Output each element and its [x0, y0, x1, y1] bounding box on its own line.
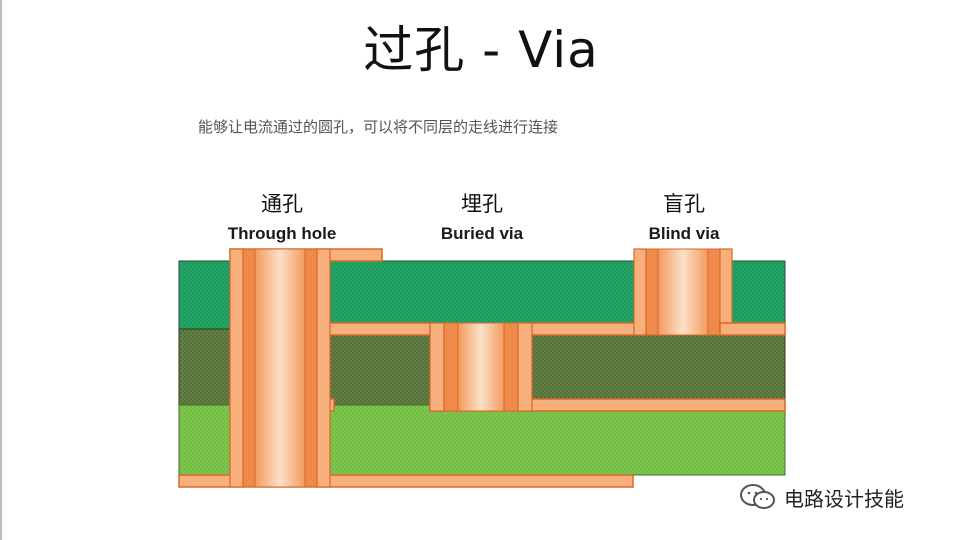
blind-via-barrel	[657, 248, 709, 336]
buried-via-plating-right	[517, 322, 533, 412]
blind-via-plating-right	[719, 248, 733, 336]
through-hole-label-cn: 通孔	[261, 192, 303, 216]
blind-via-wall-right	[707, 248, 721, 336]
blind-via-plating-left	[633, 248, 647, 336]
through-hole-barrel	[254, 248, 306, 488]
blind-via-label-cn: 盲孔	[663, 192, 705, 216]
buried-via-barrel	[457, 322, 505, 412]
blind-via-layer2-trace	[719, 322, 786, 336]
page-title: 过孔 - Via	[363, 21, 599, 79]
watermark-text: 电路设计技能	[784, 486, 904, 511]
blind-via-wall-left	[645, 248, 659, 336]
through-hole-wall-right	[304, 248, 318, 488]
buried-via-wall-right	[503, 322, 519, 412]
watermark: 电路设计技能	[738, 482, 904, 512]
blind-via-label-en: Blind via	[648, 224, 720, 243]
through-hole-plating-right	[316, 248, 331, 488]
wechat-icon	[740, 484, 775, 509]
through-hole-label-en: Through hole	[227, 224, 337, 243]
inner-trace-layer2-right	[529, 322, 647, 336]
page-subtitle: 能够让电流通过的圆孔，可以将不同层的走线进行连接	[198, 118, 559, 136]
buried-via-label-en: Buried via	[440, 224, 524, 243]
through-hole-wall-left	[242, 248, 256, 488]
through-hole-plating-left	[229, 248, 244, 488]
slide-left-border	[0, 0, 2, 540]
buried-via-plating-left	[429, 322, 445, 412]
buried-via-label-cn: 埋孔	[461, 192, 503, 216]
buried-via-wall-left	[443, 322, 459, 412]
